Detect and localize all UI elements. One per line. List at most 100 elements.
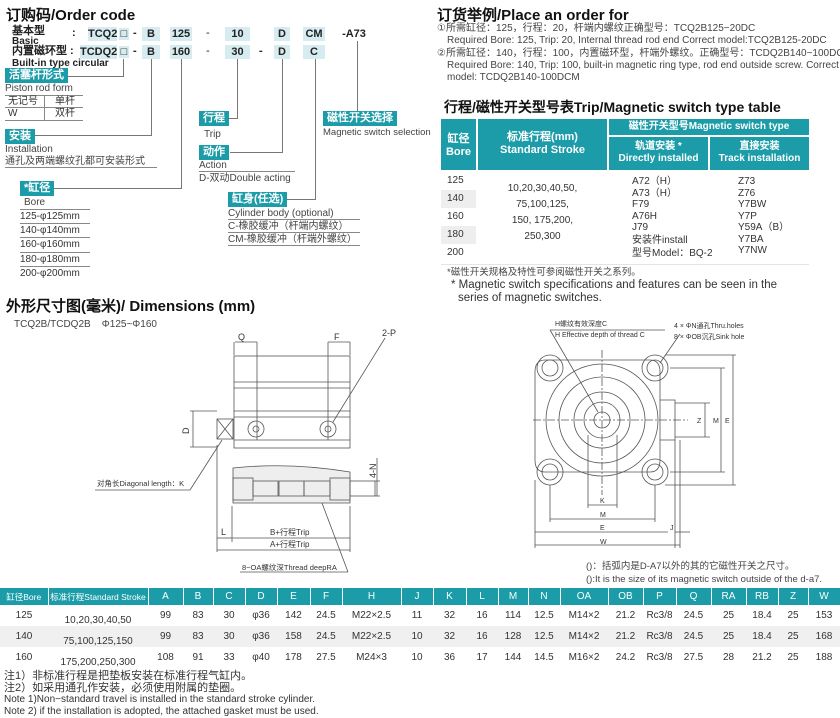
table-cell: 27.5 xyxy=(683,652,704,663)
direct-item: J79 xyxy=(632,222,649,233)
table-cell: 21.2 xyxy=(608,626,643,647)
code-bore: 125 xyxy=(170,27,192,41)
bore-list: 125-φ125mm 140-φ140mm 160-φ160mm 180-φ18… xyxy=(20,209,90,282)
action-en: Action xyxy=(199,160,295,172)
piston-cell: 无记号 xyxy=(5,96,45,107)
body-item: C-橡胶缓冲（杆端内螺纹） xyxy=(228,221,360,233)
table-cell: M24×3 xyxy=(356,652,387,663)
example-line: model: TCDQ2B140-100DCM xyxy=(447,72,580,83)
column-header: H xyxy=(342,588,402,605)
piston-rod-en: Piston rod form xyxy=(5,83,73,94)
colon: : xyxy=(70,45,74,57)
track-item: Z76 xyxy=(738,187,756,199)
switch-table-title: 行程/磁性开关型号表Trip/Magnetic switch type tabl… xyxy=(444,99,781,115)
bore-cell: 200 xyxy=(447,247,464,258)
table-cell: φ40 xyxy=(252,652,270,663)
stroke-line: 75,100,125, xyxy=(516,199,569,210)
table-cell: Rc3/8 xyxy=(646,610,673,621)
piston-rod-tag: 活塞杆形式 xyxy=(5,68,68,83)
code-rod: □ xyxy=(119,46,129,58)
basic-label: 基本型 xyxy=(12,25,45,37)
table-cell: 24.5 xyxy=(310,626,342,647)
table-cell: Rc3/8 xyxy=(643,626,676,647)
code-body: C xyxy=(303,45,325,59)
table-cell: 28 xyxy=(722,652,735,663)
stroke-cell: 10,20,30,40,50 xyxy=(64,615,132,626)
th-stroke-en: Standard Stroke xyxy=(500,144,585,156)
switch-note-cn: *磁性开关规格及特性可参阅磁性开关之系列。 xyxy=(447,267,641,278)
table-cell: M14×2 xyxy=(568,610,600,621)
example-line: Required Bore: 125, Trip: 20, Internal t… xyxy=(447,35,827,46)
label-N-thru: 4 × ΦN通孔Thru.holes xyxy=(674,321,744,330)
builtin-label: 内置磁环型 xyxy=(12,45,67,57)
table-cell: φ36 xyxy=(252,610,270,621)
th-switch: 磁性开关型号Magnetic switch type xyxy=(609,119,809,135)
table-cell: 30 xyxy=(213,626,245,647)
installation-desc: 通孔及两端螺纹孔都可安装形式 xyxy=(5,156,157,168)
table-cell: 25 xyxy=(722,610,735,621)
direct-item: 型号Model：BQ-2 xyxy=(632,247,713,259)
label-OA: 8−OA螺纹深Thread deepRA xyxy=(242,562,337,572)
table-cell: M16×2 xyxy=(568,652,600,663)
stroke-cell: 175,200,250,300 xyxy=(60,657,136,668)
bore-cell: 160 xyxy=(447,211,464,222)
label-J: J xyxy=(670,525,674,532)
table-cell: 142 xyxy=(285,610,302,621)
table-cell: 18.4 xyxy=(752,610,772,621)
track-item: Z73 xyxy=(738,176,756,187)
table-cell: 83 xyxy=(183,626,213,647)
label-B-trip: B+行程Trip xyxy=(270,527,310,537)
label-2P: 2-P xyxy=(382,328,396,338)
label-W: W xyxy=(600,539,607,546)
trip-tag: 行程 xyxy=(199,111,229,126)
column-header: W xyxy=(808,588,840,605)
code-dash: - xyxy=(206,45,210,57)
installation-en: Installation xyxy=(5,144,53,155)
bore-item: 160-φ160mm xyxy=(20,238,90,253)
code-dash: - xyxy=(259,45,263,57)
stroke-line: 10,20,30,40,50, xyxy=(507,183,578,194)
table-cell: 25 xyxy=(711,626,746,647)
table-cell: 158 xyxy=(277,626,310,647)
column-header: Q xyxy=(676,588,712,605)
table-cell: 10 xyxy=(401,626,433,647)
label-A-trip: A+行程Trip xyxy=(270,539,310,549)
bore-cell: 180 xyxy=(441,226,476,244)
table-cell: 144 xyxy=(504,652,522,663)
bore-en: Bore xyxy=(24,197,46,208)
track-column: Z73 Z76 Y7BW Y7P Y59A（B） Y7BA Y7NW xyxy=(738,176,789,257)
code-bore: 160 xyxy=(170,45,192,59)
note-line: 注1）非标准行程是把垫板安装在标准行程气缸内。 xyxy=(4,670,253,682)
table-cell: 33 xyxy=(223,652,235,663)
label-4N: 4-N xyxy=(368,463,378,478)
table-cell: 25 xyxy=(787,652,799,663)
label-E-vert: E xyxy=(725,418,730,425)
bore-tag: *缸径 xyxy=(20,181,55,196)
table-cell: 153 xyxy=(815,610,833,621)
switch-en: Magnetic switch selection xyxy=(323,127,431,138)
track-item: Y7P xyxy=(738,210,757,222)
table-cell: 168 xyxy=(808,626,840,647)
code-trip: 10 xyxy=(225,27,250,41)
table-cell: 24.5 xyxy=(676,626,711,647)
dimensions-subtitle: TCQ2B/TCDQ2B Φ125~Φ160 xyxy=(14,319,157,330)
front-note-cn: ()：括弧内是D-A7以外的其的它磁性开关之尺寸。 xyxy=(586,561,795,572)
code-series: TCDQ2 xyxy=(80,45,118,59)
label-D: D xyxy=(181,427,191,434)
direct-item: A73（H） xyxy=(632,187,678,199)
label-M: M xyxy=(600,512,606,519)
column-header: C xyxy=(213,588,246,605)
example-title: 订货举例/Place an order for xyxy=(437,7,629,24)
column-header: E xyxy=(277,588,311,605)
example-line: ②所需缸径：140，行程：100，内置磁环型，杆端外螺纹。正确型号：TCDQ2B… xyxy=(437,48,840,59)
switch-note-en: series of magnetic switches. xyxy=(458,292,602,304)
order-code-title: 订购码/Order code xyxy=(6,7,136,24)
bore-cell: 140 xyxy=(441,190,476,208)
piston-cell: 单杆 xyxy=(55,96,75,107)
front-view-drawing: H螺纹有效深度C H Effective depth of thread C 4… xyxy=(533,319,744,548)
dimensions-title: 外形尺寸图(毫米)/ Dimensions (mm) xyxy=(6,298,256,315)
